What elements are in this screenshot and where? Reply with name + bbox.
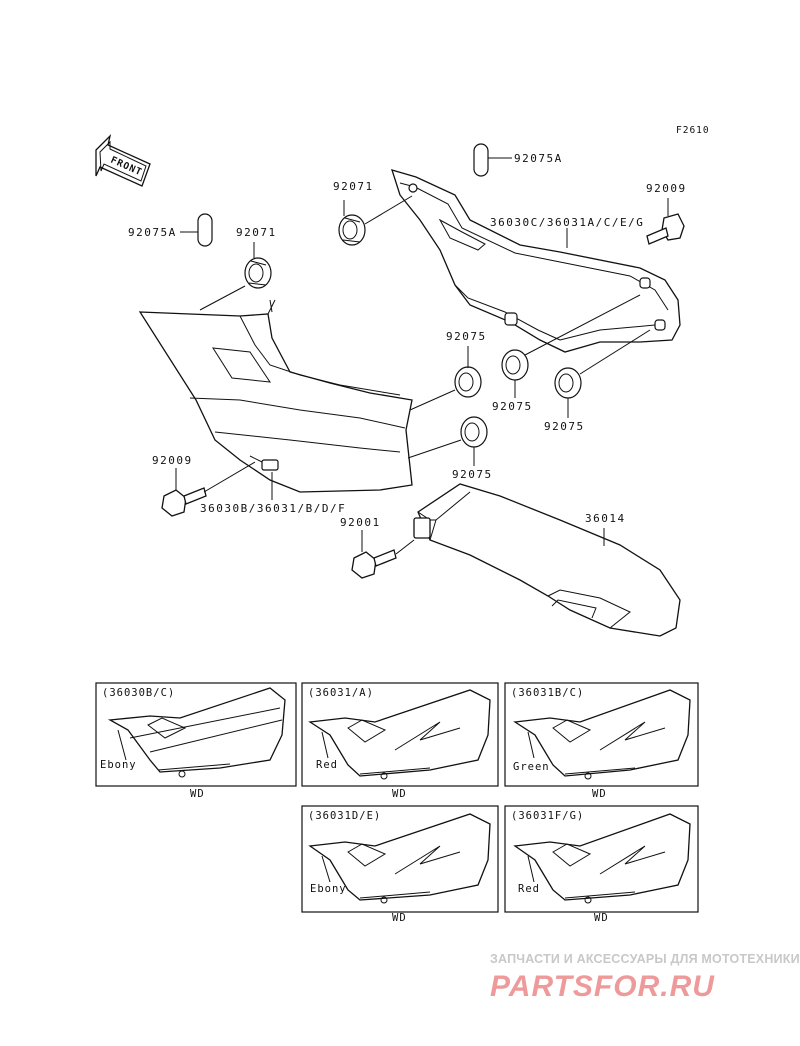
variant-box: (36031B/C) Green WD (504, 682, 699, 800)
variant-note: WD (592, 788, 607, 800)
bolt-92009-top (646, 213, 685, 245)
variant-code: (36030B/C) (102, 687, 175, 699)
left-side-cover (138, 299, 413, 493)
variant-note: WD (392, 912, 407, 924)
callout-92075-d: 92075 (452, 468, 493, 481)
callout-92075a-top: 92075A (514, 152, 563, 165)
watermark-brand: PARTSFOR.RU (490, 970, 715, 1003)
bolt-92001 (351, 549, 397, 579)
variant-color: Ebony (310, 883, 347, 895)
variant-note: WD (190, 788, 205, 800)
variant-color: Red (316, 759, 338, 771)
damper-92071-left (244, 257, 272, 289)
variant-color: Ebony (100, 759, 137, 771)
damper-92071-top (338, 214, 366, 246)
bolt-92009-bottom (161, 487, 207, 517)
callout-92071-left: 92071 (236, 226, 277, 239)
callout-92009-top: 92009 (646, 182, 687, 195)
figure-code: F2610 (676, 125, 710, 136)
variant-color: Green (513, 761, 550, 773)
watermark-tagline: ЗАПЧАСТИ И АКСЕССУАРЫ ДЛЯ МОТОТЕХНИКИ (490, 952, 800, 966)
damper-92075-a (454, 366, 482, 398)
variant-code: (36031F/G) (511, 810, 584, 822)
damper-92075-c (554, 367, 582, 399)
callout-92071-top: 92071 (333, 180, 374, 193)
damper-92075-b (501, 349, 529, 381)
leader-lines (175, 157, 669, 555)
callout-92075a-left: 92075A (128, 226, 177, 239)
variant-box: (36031/A) Red WD (301, 682, 499, 800)
callout-36014: 36014 (585, 512, 626, 525)
grommet-92075a-left (197, 213, 213, 247)
variant-code: (36031/A) (308, 687, 374, 699)
right-side-cover (391, 169, 681, 353)
variant-box: (36031D/E) Ebony WD (301, 805, 499, 924)
variant-code: (36031D/E) (308, 810, 381, 822)
variant-note: WD (392, 788, 407, 800)
front-arrow-icon: FRONT (95, 133, 151, 187)
callout-92009-bottom: 92009 (152, 454, 193, 467)
variant-note: WD (594, 912, 609, 924)
callout-92075-b: 92075 (492, 400, 533, 413)
variant-box: (36031F/G) Red WD (504, 805, 699, 924)
callout-92075-c: 92075 (544, 420, 585, 433)
variant-box: (36030B/C) Ebony WD (95, 682, 297, 800)
grommet-92075a-top (473, 143, 489, 177)
tail-cover (413, 483, 681, 637)
callout-92001: 92001 (340, 516, 381, 529)
variant-code: (36031B/C) (511, 687, 584, 699)
variant-color: Red (518, 883, 540, 895)
callout-36030c: 36030C/36031A/C/E/G (490, 216, 644, 229)
callout-92075-a: 92075 (446, 330, 487, 343)
damper-92075-d (460, 416, 488, 448)
callout-36030b: 36030B/36031/B/D/F (200, 502, 346, 515)
